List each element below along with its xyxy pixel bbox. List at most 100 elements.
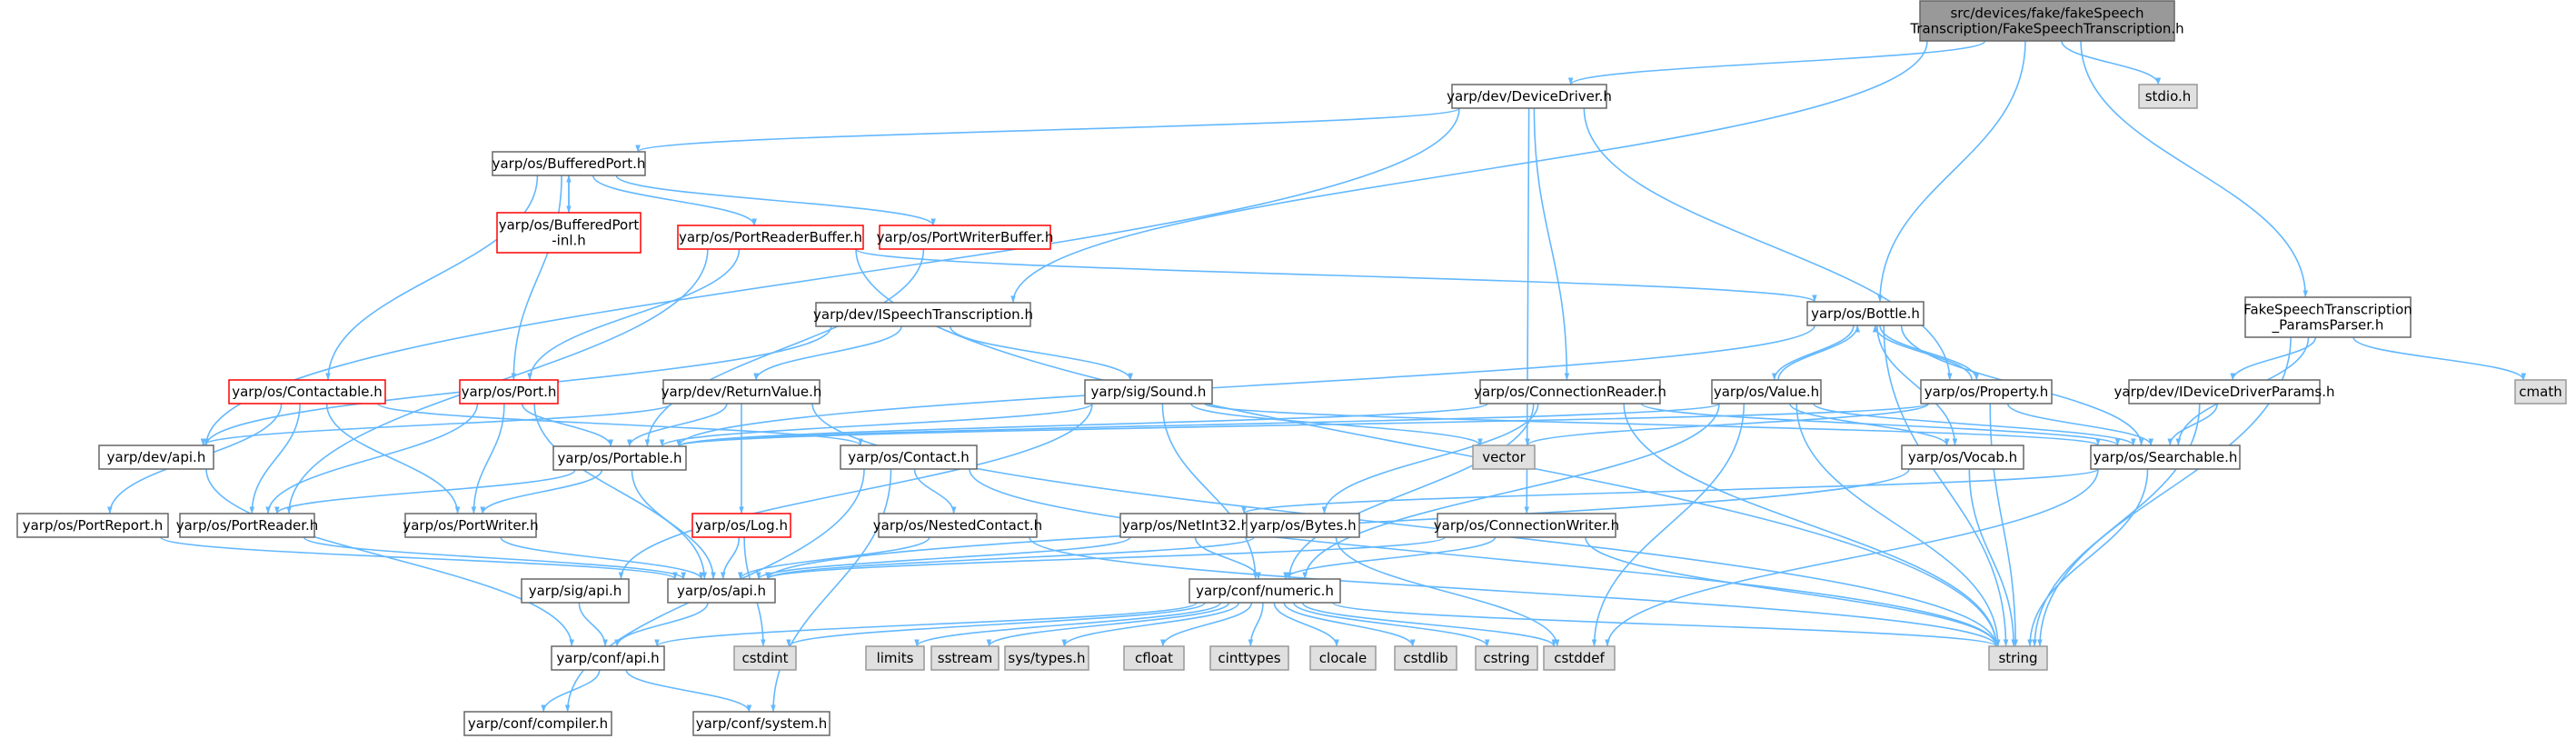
node-label-portwriterbuffer: yarp/os/PortWriterBuffer.h: [877, 229, 1054, 245]
dependency-edge-bufferedport-to-contactable: [325, 175, 539, 381]
dependency-edge-numeric-to-cstdint: [786, 602, 1206, 647]
node-label-sound: yarp/sig/Sound.h: [1091, 384, 1207, 400]
node-nestedcontact[interactable]: yarp/os/NestedContact.h: [873, 513, 1042, 538]
node-port[interactable]: yarp/os/Port.h: [459, 379, 559, 404]
node-portable[interactable]: yarp/os/Portable.h: [552, 445, 687, 471]
node-label-log: yarp/os/Log.h: [695, 517, 788, 534]
node-label-cinttypes: cinttypes: [1218, 650, 1280, 666]
node-system[interactable]: yarp/conf/system.h: [692, 711, 830, 736]
dependency-edge-devicedriver-to-connreader: [1533, 107, 1570, 381]
dependency-edge-netint32-to-osapi: [756, 536, 1131, 580]
node-netint32[interactable]: yarp/os/NetInt32.h: [1119, 513, 1252, 538]
node-bufferedport[interactable]: yarp/os/BufferedPort.h: [492, 151, 646, 176]
dependency-edge-bytes-to-osapi: [765, 536, 1255, 580]
node-sound[interactable]: yarp/sig/Sound.h: [1084, 379, 1213, 404]
node-vocab[interactable]: yarp/os/Vocab.h: [1901, 444, 2024, 470]
dependency-edge-portreaderbuffer-to-bottle: [855, 248, 1817, 303]
dependency-edge-ispeech-to-sound: [949, 325, 1133, 381]
dependency-edge-portwriterbuffer-to-portable: [644, 248, 925, 447]
node-contactable[interactable]: yarp/os/Contactable.h: [228, 379, 386, 404]
dependency-edge-bufferedport-to-port: [511, 175, 562, 381]
dependency-edge-netint32-to-numeric: [1194, 536, 1261, 580]
node-label-numeric: yarp/conf/numeric.h: [1196, 583, 1334, 599]
node-cstddef: cstddef: [1543, 645, 1616, 671]
node-bufferedportinl[interactable]: yarp/os/BufferedPort-inl.h: [496, 212, 642, 254]
node-bytes[interactable]: yarp/os/Bytes.h: [1246, 513, 1360, 538]
dependency-edge-sound-to-numeric: [1161, 403, 1258, 580]
node-log[interactable]: yarp/os/Log.h: [691, 513, 791, 538]
node-portwriterbuffer[interactable]: yarp/os/PortWriterBuffer.h: [877, 225, 1054, 250]
node-value[interactable]: yarp/os/Value.h: [1711, 379, 1822, 404]
dependency-edge-numeric-to-sstream: [986, 602, 1230, 647]
node-box-sound: [1084, 379, 1213, 404]
node-ispeech[interactable]: yarp/dev/ISpeechTranscription.h: [813, 302, 1033, 327]
node-string: string: [1988, 645, 2048, 671]
node-devapi[interactable]: yarp/dev/api.h: [98, 444, 214, 470]
node-bottle[interactable]: yarp/os/Bottle.h: [1806, 301, 1925, 326]
dependency-edge-contact-to-nestedcontact: [913, 468, 957, 514]
dependency-edge-numeric-to-cstdlib: [1283, 602, 1416, 647]
node-label-connwriter: yarp/os/ConnectionWriter.h: [1434, 517, 1619, 534]
node-label-bytes: yarp/os/Bytes.h: [1249, 517, 1356, 534]
node-box-devapi: [98, 444, 214, 470]
node-confapi[interactable]: yarp/conf/api.h: [551, 645, 665, 671]
node-osapi[interactable]: yarp/os/api.h: [667, 578, 776, 604]
node-label-ispeech: yarp/dev/ISpeechTranscription.h: [813, 306, 1033, 323]
dependency-edge-confapi-to-system: [625, 669, 752, 713]
node-numeric[interactable]: yarp/conf/numeric.h: [1189, 578, 1341, 604]
dependency-edge-port-to-osapi: [533, 403, 708, 580]
node-label-systypes: sys/types.h: [1008, 650, 1085, 666]
node-property[interactable]: yarp/os/Property.h: [1920, 379, 2053, 404]
dependency-edge-numeric-to-cinttypes: [1248, 602, 1264, 647]
node-searchable[interactable]: yarp/os/Searchable.h: [2090, 444, 2241, 470]
node-label-limits: limits: [877, 650, 914, 666]
node-box-returnvalue: [662, 379, 821, 404]
dependency-edge-port-to-portable: [521, 403, 614, 447]
node-connreader[interactable]: yarp/os/ConnectionReader.h: [1474, 379, 1666, 404]
dependency-edge-connreader-to-string: [1623, 403, 1999, 647]
dependency-edge-bufferedport-to-portwriterbuffer: [615, 175, 936, 226]
dependency-edge-contact-to-system: [771, 468, 892, 713]
node-connwriter[interactable]: yarp/os/ConnectionWriter.h: [1434, 513, 1619, 538]
dependency-edge-returnvalue-to-devapi: [200, 403, 672, 446]
node-portreport[interactable]: yarp/os/PortReport.h: [16, 513, 169, 538]
node-root[interactable]: src/devices/fake/fakeSpeechTranscription…: [1909, 0, 2184, 42]
dependency-edge-connreader-to-portable: [676, 403, 1488, 447]
node-portwriter[interactable]: yarp/os/PortWriter.h: [403, 513, 539, 538]
node-sigapi[interactable]: yarp/sig/api.h: [521, 578, 630, 604]
node-fakeparams[interactable]: FakeSpeechTranscription_ParamsParser.h: [2243, 296, 2412, 338]
dependency-edge-fakeparams-to-ideviceparams: [2230, 336, 2317, 381]
dependency-edge-portable-to-osapi: [631, 469, 716, 580]
dependency-edge-connwriter-to-string: [1585, 536, 1999, 647]
node-devicedriver[interactable]: yarp/dev/DeviceDriver.h: [1447, 84, 1612, 109]
node-label-cmath: cmath: [2519, 384, 2561, 400]
node-box-property: [1920, 379, 2053, 404]
node-label-nestedcontact: yarp/os/NestedContact.h: [873, 517, 1042, 534]
node-contact[interactable]: yarp/os/Contact.h: [840, 444, 978, 470]
node-portreader[interactable]: yarp/os/PortReader.h: [176, 513, 319, 538]
dependency-edge-port-to-portreader: [265, 403, 479, 514]
dependency-edge-contactable-to-portreader: [249, 403, 301, 514]
node-label-searchable: yarp/os/Searchable.h: [2094, 449, 2238, 465]
node-returnvalue[interactable]: yarp/dev/ReturnValue.h: [661, 379, 822, 404]
node-box-compiler: [463, 711, 612, 736]
dependency-edge-connwriter-to-numeric: [1283, 536, 1497, 580]
dependency-edge-value-to-cstddef: [1591, 403, 1746, 647]
node-box-cstdint: [733, 645, 797, 671]
node-portreaderbuffer[interactable]: yarp/os/PortReaderBuffer.h: [677, 225, 864, 250]
node-label-contactable: yarp/os/Contactable.h: [232, 384, 383, 400]
node-compiler[interactable]: yarp/conf/compiler.h: [463, 711, 612, 736]
dependency-edge-property-to-vector: [1525, 403, 1930, 446]
node-label-ideviceparams: yarp/dev/IDeviceDriverParams.h: [2114, 384, 2335, 400]
dependency-edge-numeric-to-confapi: [654, 602, 1198, 647]
dependency-edge-root-to-fakeparams: [2080, 40, 2309, 298]
dependency-edge-osapi-to-confapi: [614, 602, 709, 647]
node-box-vocab: [1901, 444, 2024, 470]
node-label-fakeparams: FakeSpeechTranscription: [2243, 302, 2412, 318]
dependency-edge-property-to-portable: [676, 403, 1929, 447]
node-ideviceparams[interactable]: yarp/dev/IDeviceDriverParams.h: [2114, 379, 2335, 404]
dependency-edge-bottle-to-portable: [676, 325, 1815, 447]
node-label-bufferedportinl: yarp/os/BufferedPort: [499, 217, 640, 234]
node-label-portreaderbuffer: yarp/os/PortReaderBuffer.h: [679, 229, 862, 245]
